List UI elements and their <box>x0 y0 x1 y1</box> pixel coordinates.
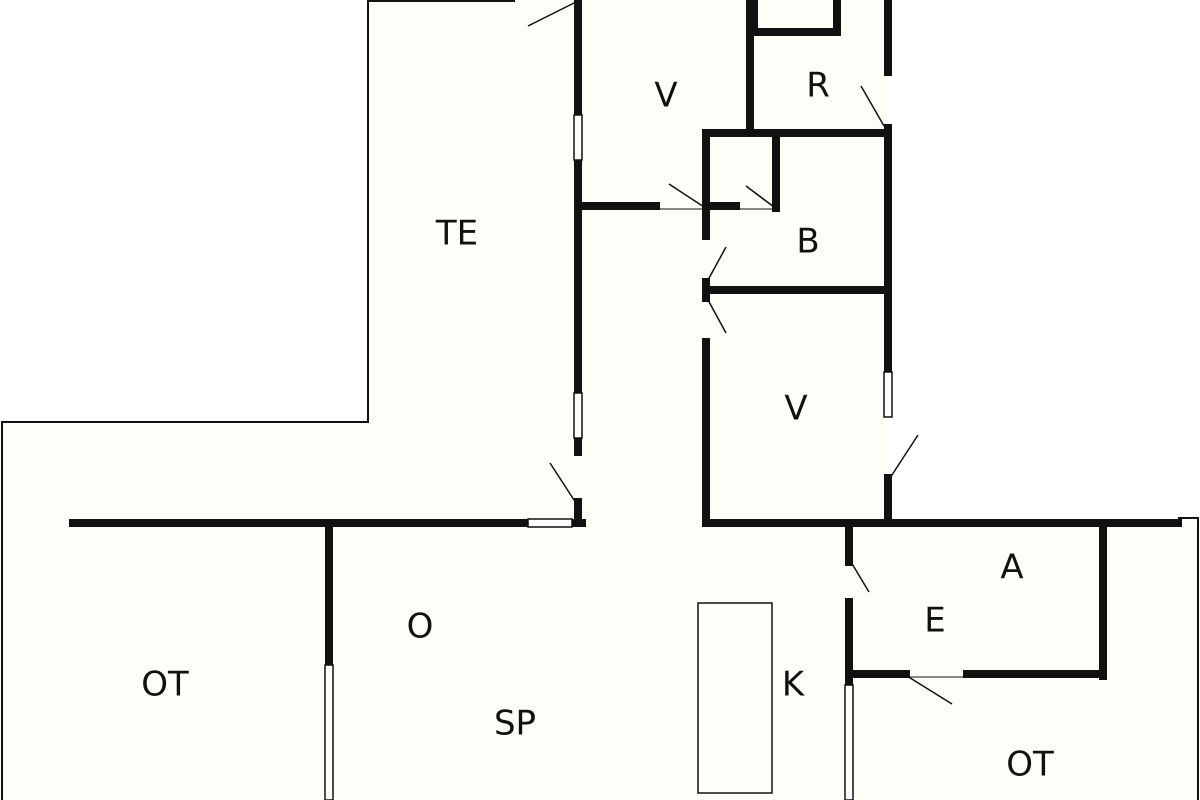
door-swing <box>745 185 775 208</box>
room-label-bathroom: B <box>796 222 819 262</box>
door-swing <box>707 299 727 334</box>
room-label-terrace: TE <box>435 214 478 254</box>
room-label-outdoor-left: OT <box>141 665 189 705</box>
room-label-dining: SP <box>494 704 536 744</box>
room-label-r: R <box>806 66 830 106</box>
door-swing <box>889 434 919 479</box>
room-label-kitchen: K <box>782 665 806 705</box>
terrace-outline <box>1 0 369 800</box>
room-label-utility: A <box>1000 548 1023 588</box>
door-swing <box>906 675 953 705</box>
room-label-bedroom-mid: V <box>784 389 807 429</box>
door-swing <box>549 462 577 504</box>
door-swing <box>527 1 577 27</box>
right-edge-line <box>1178 517 1199 800</box>
window <box>883 371 893 418</box>
walls <box>69 0 1182 689</box>
door-swing <box>707 246 727 281</box>
kitchen-island <box>697 602 773 794</box>
doors <box>527 1 967 705</box>
door-swing <box>668 183 705 208</box>
window <box>527 518 573 528</box>
room-label-outdoor-right: OT <box>1006 745 1054 785</box>
wall-segment <box>750 0 841 36</box>
room-label-bedroom-top: V <box>654 76 677 116</box>
room-label-hall: O <box>407 607 434 647</box>
room-label-entrance: E <box>924 601 945 641</box>
door-swing <box>860 85 885 127</box>
door-swing <box>850 561 870 593</box>
room-labels: TE V R B V O SP K E A OT OT <box>141 66 1054 785</box>
window <box>573 392 583 439</box>
window <box>573 114 583 161</box>
windows <box>324 114 893 800</box>
window <box>324 664 334 800</box>
window <box>844 684 854 800</box>
floor-terrace <box>0 0 578 523</box>
